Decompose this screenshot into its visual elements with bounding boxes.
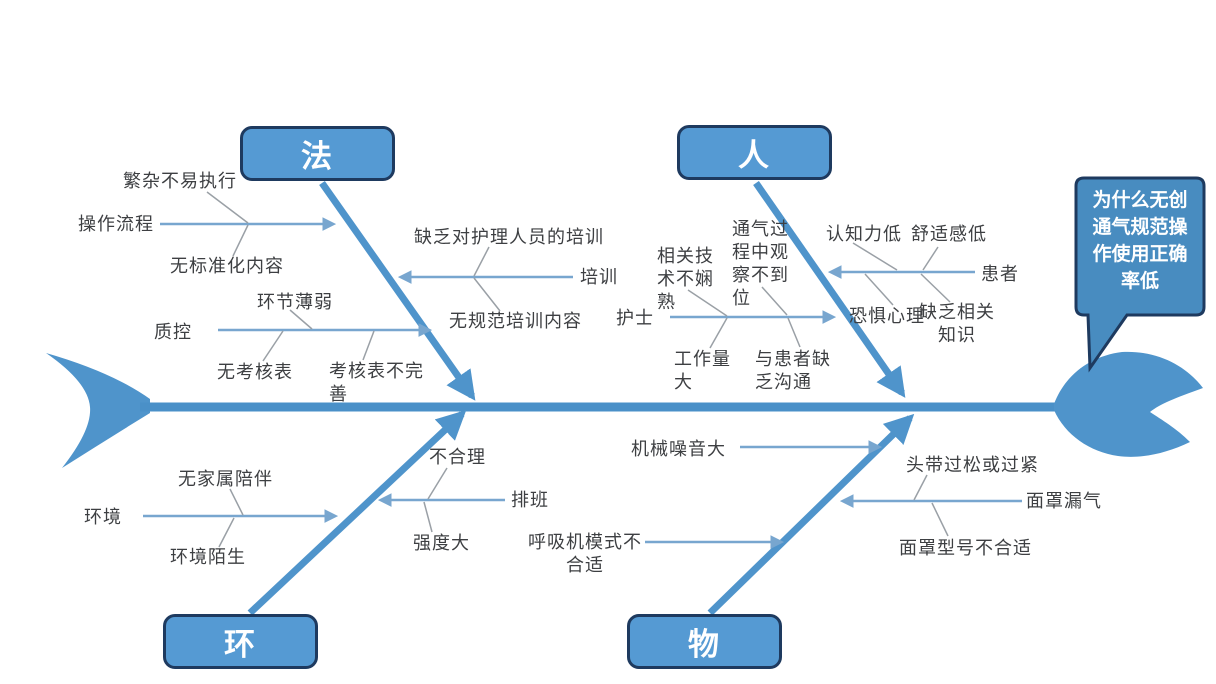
label-lack-training-for-nurses: 缺乏对护理人员的培训 bbox=[414, 227, 604, 247]
label-lack-communication-with-patient: 与患者缺 乏沟通 bbox=[755, 349, 831, 392]
label-low-cognition: 认知力低 bbox=[826, 224, 902, 244]
label-ventilator-mode-unsuitable: 呼吸机模式不 合适 bbox=[528, 532, 642, 575]
label-high-intensity: 强度大 bbox=[413, 533, 470, 553]
conn-communication bbox=[787, 317, 801, 348]
label-nurse: 护士 bbox=[616, 308, 654, 328]
conn-knowledge bbox=[920, 273, 951, 303]
category-label-method: 法 bbox=[301, 139, 334, 174]
label-environment: 环境 bbox=[84, 507, 122, 527]
label-quality-control: 质控 bbox=[154, 322, 192, 342]
conn-no-standard bbox=[232, 224, 249, 257]
branch-method bbox=[319, 180, 476, 401]
label-observation-not-in-place: 通气过 程中观 察不到 位 bbox=[732, 219, 789, 308]
category-box-environment: 环 bbox=[163, 614, 318, 669]
label-scheduling: 排班 bbox=[511, 490, 549, 510]
conn-unfamiliar bbox=[218, 517, 235, 548]
label-skill-not-proficient: 相关技 术不娴 熟 bbox=[657, 246, 714, 312]
label-complex-hard-to-execute: 繁杂不易执行 bbox=[123, 171, 237, 191]
conn-skill bbox=[687, 289, 728, 317]
label-operation-process: 操作流程 bbox=[78, 214, 154, 234]
category-box-material: 物 bbox=[627, 614, 782, 669]
label-no-assessment-form: 无考核表 bbox=[217, 362, 293, 382]
branch-people bbox=[753, 181, 906, 398]
conn-comfort bbox=[922, 246, 939, 271]
conn-intensity bbox=[423, 501, 433, 533]
label-lack-related-knowledge: 缺乏相关 知识 bbox=[919, 302, 995, 345]
fish-tail bbox=[46, 353, 150, 468]
branch-environment bbox=[247, 409, 467, 616]
label-training: 培训 bbox=[580, 267, 618, 287]
label-machine-noise: 机械噪音大 bbox=[631, 439, 726, 459]
conn-mask-size bbox=[931, 502, 949, 537]
label-mask-size-unsuitable: 面罩型号不合适 bbox=[899, 538, 1032, 558]
label-low-comfort: 舒适感低 bbox=[911, 224, 987, 244]
label-no-standardized-content: 无标准化内容 bbox=[170, 256, 284, 276]
conn-headband bbox=[913, 474, 928, 501]
label-patient: 患者 bbox=[981, 264, 1019, 284]
label-mask-leak: 面罩漏气 bbox=[1026, 491, 1102, 511]
label-unreasonable: 不合理 bbox=[429, 447, 486, 467]
conn-lack-training bbox=[473, 246, 490, 277]
conn-no-form bbox=[262, 330, 284, 362]
conn-no-family bbox=[229, 488, 244, 516]
conn-observation bbox=[761, 286, 788, 316]
category-box-people: 人 bbox=[677, 125, 832, 180]
label-no-family-accompany: 无家属陪伴 bbox=[178, 469, 273, 489]
conn-workload bbox=[709, 317, 728, 349]
conn-form-incomplete bbox=[362, 330, 375, 361]
fish-head bbox=[1054, 351, 1203, 457]
conn-unreasonable bbox=[427, 467, 448, 500]
conn-no-standard-training bbox=[473, 277, 501, 312]
category-label-people: 人 bbox=[738, 138, 771, 173]
conn-weak-link bbox=[289, 309, 313, 330]
label-unfamiliar-environment: 环境陌生 bbox=[170, 547, 246, 567]
problem-statement: 为什么无创 通气规范操 作使用正确 率低 bbox=[1092, 190, 1188, 292]
label-weak-link: 环节薄弱 bbox=[257, 292, 333, 312]
category-box-method: 法 bbox=[240, 126, 395, 181]
connector-lines bbox=[206, 191, 951, 548]
category-label-environment: 环 bbox=[224, 627, 257, 662]
label-no-standard-training-content: 无规范培训内容 bbox=[449, 311, 582, 331]
category-label-material: 物 bbox=[688, 627, 721, 662]
conn-cognition bbox=[852, 242, 898, 271]
conn-fear bbox=[864, 273, 894, 306]
label-assessment-form-incomplete: 考核表不完 善 bbox=[329, 361, 424, 404]
label-fear-psychology: 恐惧心理 bbox=[849, 306, 925, 326]
label-heavy-workload: 工作量 大 bbox=[674, 349, 731, 392]
problem-bubble-shape bbox=[1074, 176, 1206, 373]
conn-complex bbox=[206, 191, 249, 224]
label-headband-loose-or-tight: 头带过松或过紧 bbox=[906, 455, 1039, 475]
